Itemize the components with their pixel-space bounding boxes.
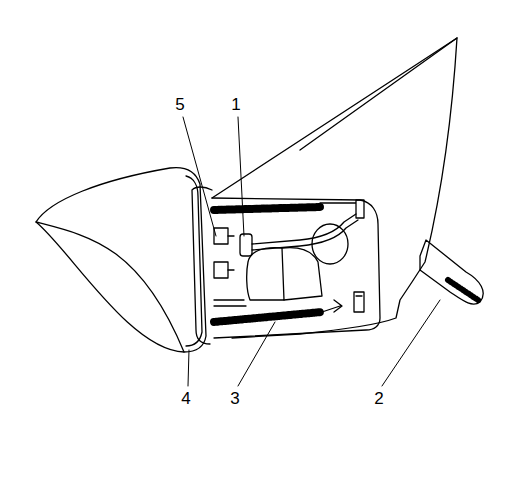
lower-wire xyxy=(214,300,246,306)
coil-cable-end xyxy=(320,200,364,218)
callout-number: 4 xyxy=(180,390,191,407)
pivot-bracket xyxy=(247,248,284,300)
adjust-handle xyxy=(420,240,483,304)
mount-plate xyxy=(212,198,380,338)
callout-number: 3 xyxy=(229,390,240,407)
mirror-lower-edge xyxy=(36,222,184,352)
retainer-clip xyxy=(354,292,364,312)
wire-connector xyxy=(240,234,252,256)
pivot-socket xyxy=(282,248,322,300)
coil-cable-end xyxy=(322,300,342,312)
pivot-hole xyxy=(312,224,348,264)
handle-grip xyxy=(448,280,478,300)
mirror-housing xyxy=(36,168,206,352)
harness-wire xyxy=(252,220,358,250)
callout-number: 5 xyxy=(174,96,185,113)
leader-lines xyxy=(183,117,440,386)
door-panel-edge xyxy=(300,38,457,150)
callout-number: 2 xyxy=(373,390,384,407)
harness-wire xyxy=(252,214,356,244)
coil-cable xyxy=(214,207,320,210)
connector-clip xyxy=(228,236,234,270)
coil-cable xyxy=(214,312,322,322)
callout-number: 1 xyxy=(230,96,241,113)
motor-block xyxy=(214,262,228,278)
door-panel xyxy=(212,38,457,338)
